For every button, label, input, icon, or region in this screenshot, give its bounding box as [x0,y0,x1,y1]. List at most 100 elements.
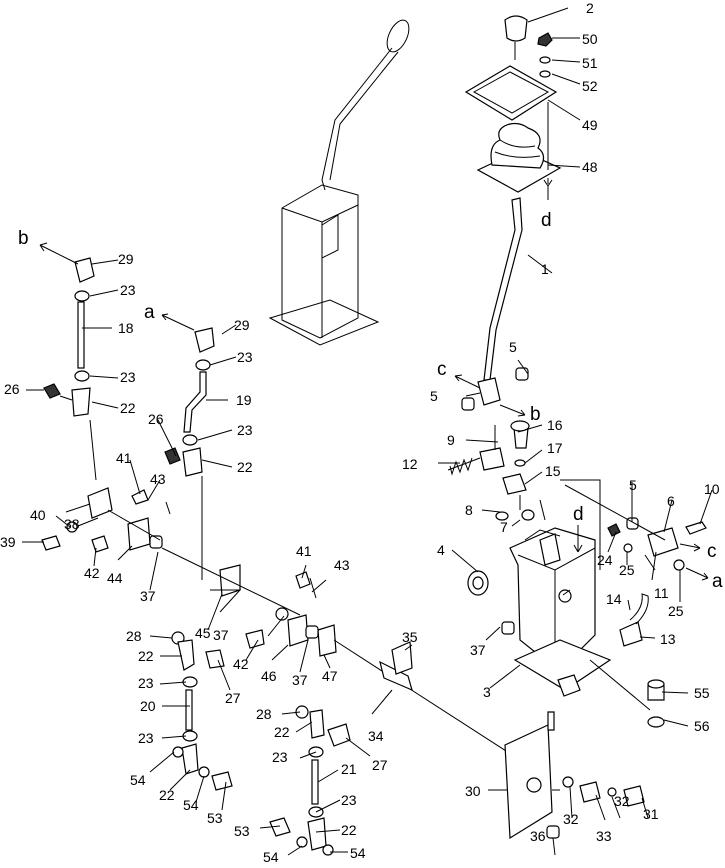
ref-b-right: b [530,404,541,425]
callout-55: 55 [694,685,710,701]
ref-c-right: c [707,541,717,562]
callout-5: 5 [509,339,517,355]
callout-24: 24 [597,552,613,568]
callout-7: 7 [500,519,508,535]
callout-23: 23 [120,282,136,298]
callout-27: 27 [372,757,388,773]
ref-d-top: d [541,210,552,231]
ref-c-left: c [437,359,447,380]
callout-34: 34 [368,728,384,744]
callout-54: 54 [183,797,199,813]
callout-42: 42 [233,656,249,672]
callout-42: 42 [84,565,100,581]
linkage-hardware [447,367,530,510]
callout-26: 26 [4,381,20,397]
callout-40: 40 [30,507,46,523]
ref-a-right: a [712,571,723,592]
callout-8: 8 [465,502,473,518]
callout-37: 37 [213,627,229,643]
callout-22: 22 [341,822,357,838]
callout-43: 43 [150,471,166,487]
callout-2: 2 [586,0,594,16]
callout-5: 5 [629,477,637,493]
callout-25: 25 [668,603,684,619]
callout-1: 1 [541,261,549,277]
callout-19: 19 [236,392,252,408]
callout-50: 50 [582,31,598,47]
callout-15: 15 [545,463,561,479]
callout-53: 53 [234,823,250,839]
callout-23: 23 [120,369,136,385]
callout-27: 27 [225,690,241,706]
callout-33: 33 [596,828,612,844]
callout-4: 4 [437,542,445,558]
bellcrank-levers [41,487,521,761]
callout-47: 47 [322,668,338,684]
callout-54: 54 [263,849,279,863]
lever-bracket-assembly [467,479,651,711]
reference-arrows [39,242,709,581]
callout-11: 11 [654,585,669,601]
callout-21: 21 [341,761,357,777]
right-clevis-hardware [564,484,707,571]
callout-22: 22 [274,724,290,740]
callout-29: 29 [234,317,250,333]
callout-36: 36 [530,828,546,844]
callout-56: 56 [694,718,710,734]
callout-23: 23 [237,349,253,365]
callout-22: 22 [237,459,253,475]
callout-49: 49 [582,117,598,133]
callout-41: 41 [296,543,312,559]
callout-23: 23 [341,792,357,808]
callout-29: 29 [118,251,134,267]
callout-22: 22 [159,787,175,803]
ref-a-left: a [144,302,155,323]
cross-shaft-assembly [379,641,665,840]
shift-lever-assembly [464,15,562,406]
callout-16: 16 [547,417,563,433]
callout-14: 14 [606,591,622,607]
callout-46: 46 [261,668,277,684]
callout-45: 45 [195,625,211,641]
callout-39: 39 [0,534,16,550]
callout-41: 41 [116,450,132,466]
callout-leaders [22,7,713,856]
callout-28: 28 [126,628,142,644]
ref-d-mid: d [573,504,584,525]
callout-3: 3 [483,684,491,700]
cover-plate-part [464,65,558,121]
callout-28: 28 [256,706,272,722]
callout-51: 51 [582,55,598,71]
callout-44: 44 [107,570,123,586]
callout-10: 10 [704,481,720,497]
callout-6: 6 [667,493,675,509]
callout-12: 12 [402,456,418,472]
callout-5: 5 [430,388,438,404]
callout-13: 13 [660,631,676,647]
callout-32: 32 [614,793,630,809]
callout-22: 22 [120,400,136,416]
callout-54: 54 [350,845,366,861]
callout-30: 30 [465,783,481,799]
callout-23: 23 [237,422,253,438]
ref-b-left: b [18,228,29,249]
callout-20: 20 [140,698,156,714]
callout-26: 26 [148,411,164,427]
callout-53: 53 [207,810,223,826]
callout-54: 54 [130,772,146,788]
callout-23: 23 [138,730,154,746]
callout-52: 52 [582,78,598,94]
callout-38: 38 [64,516,80,532]
callout-35: 35 [402,629,418,645]
callout-17: 17 [547,440,563,456]
callout-18: 18 [118,320,134,336]
callout-32: 32 [563,811,579,827]
callout-37: 37 [292,672,308,688]
callout-31: 31 [643,806,659,822]
lever-overview-illustration [268,19,410,346]
callout-25: 25 [619,562,635,578]
callout-37: 37 [470,642,486,658]
